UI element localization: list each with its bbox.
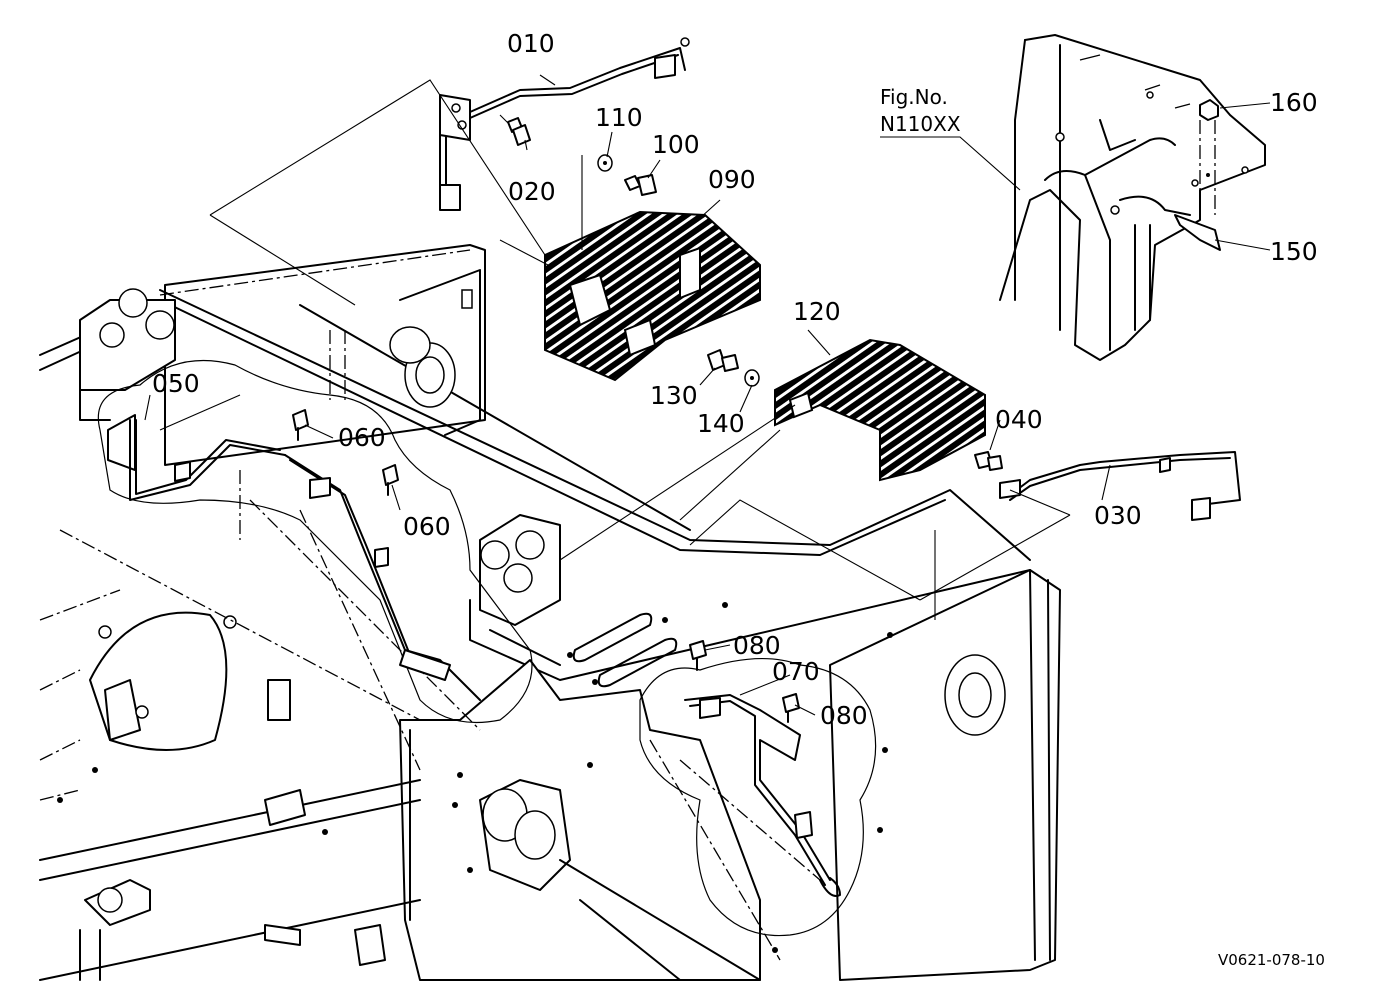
part-080-bolts: [689, 640, 800, 723]
part-labels: 010 020 030 040 050 060 060 070 080 080 …: [152, 29, 1318, 730]
part-120-mesh-guard: [774, 338, 986, 482]
part-020-bolt: [499, 114, 531, 146]
part-160-nut: [1199, 99, 1219, 121]
label-part-050: 050: [152, 369, 200, 398]
label-part-100: 100: [652, 130, 700, 159]
inset-figure: [999, 34, 1266, 361]
part-070-rod: [684, 694, 841, 897]
fig-no-value: N110XX: [880, 112, 961, 136]
label-part-140: 140: [697, 409, 745, 438]
part-130-bolt: [707, 349, 739, 372]
leader-lines: [144, 74, 1271, 716]
label-part-030: 030: [1094, 501, 1142, 530]
part-060-bolts: [292, 409, 399, 496]
part-090-mesh-guard: [544, 210, 761, 382]
label-part-130: 130: [650, 381, 698, 410]
drawing-code: V0621-078-10: [1218, 951, 1325, 969]
part-030-rod: [999, 451, 1241, 521]
label-part-060-upper: 060: [338, 423, 386, 452]
figure-reference: Fig.No. N110XX: [880, 85, 961, 136]
label-part-060-lower: 060: [403, 512, 451, 541]
label-part-090: 090: [708, 165, 756, 194]
label-part-040: 040: [995, 405, 1043, 434]
part-100-bolt: [624, 174, 657, 196]
part-110-washer: [597, 154, 613, 172]
label-part-120: 120: [793, 297, 841, 326]
label-part-020: 020: [508, 177, 556, 206]
label-part-150: 150: [1270, 237, 1318, 266]
part-150-bracket: [1174, 214, 1221, 251]
machine-frame: [39, 244, 1061, 981]
label-part-070: 070: [772, 657, 820, 686]
part-040-bolt: [974, 451, 1003, 471]
label-part-080-upper: 080: [733, 631, 781, 660]
detail-zones: [97, 359, 877, 937]
label-part-160: 160: [1270, 88, 1318, 117]
part-140-washer: [744, 369, 760, 387]
fig-no-label: Fig.No.: [880, 85, 948, 109]
label-part-010: 010: [507, 29, 555, 58]
label-part-080-lower: 080: [820, 701, 868, 730]
part-050-bracket: [107, 414, 286, 501]
part-060-rod: [284, 454, 481, 701]
label-part-110: 110: [595, 103, 643, 132]
